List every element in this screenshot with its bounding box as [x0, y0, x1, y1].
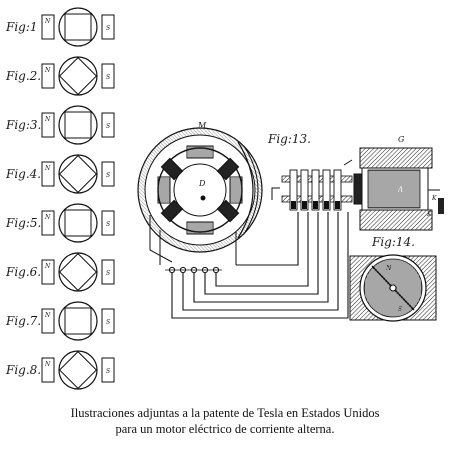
pole-piece-s: [101, 259, 115, 285]
side-figure-label: Fig.7.: [5, 314, 41, 328]
armature-core: [64, 111, 92, 139]
rotor-ring: [58, 154, 98, 194]
pole-piece-s: [101, 161, 115, 187]
side-figure: Fig.8.N S: [5, 350, 115, 390]
pole-piece-s: [101, 210, 115, 236]
armature-core: [58, 154, 98, 194]
pole-piece-n: [41, 14, 55, 40]
armature-core: [58, 350, 98, 390]
rotor-ring: [58, 301, 98, 341]
pole-piece-n: [41, 161, 55, 187]
side-figure: Fig:1 N S: [5, 7, 115, 47]
pole-letter-n: N: [44, 361, 51, 368]
rotor-letter: D: [198, 179, 206, 188]
fig13-label: Fig:13.: [267, 132, 311, 146]
pole-letter-s: S: [106, 368, 110, 375]
motor-coils: [157, 145, 243, 235]
brush-assembly: [271, 159, 353, 211]
pole-piece-s: [101, 357, 115, 383]
side-figure-label: Fig.6.: [5, 265, 41, 279]
caption-line-2: para un motor eléctrico de corriente alt…: [115, 422, 335, 436]
pole-letter-s: S: [106, 25, 110, 32]
pole-letter-n: N: [44, 18, 51, 25]
motor-letter: M: [197, 121, 207, 130]
pole-letter-s: S: [106, 319, 110, 326]
pole-piece-n: [41, 63, 55, 89]
pole-piece-s: [101, 14, 115, 40]
pole-piece-n: [41, 357, 55, 383]
fig14-diagram: N S: [349, 254, 437, 322]
rotor-ring: [58, 252, 98, 292]
rotor-ring: [58, 203, 98, 243]
side-figure-label: Fig:1: [5, 20, 38, 34]
pole-letter-n: N: [44, 67, 51, 74]
fig14-s-letter: S: [398, 306, 402, 313]
pole-piece-s: [101, 112, 115, 138]
pole-piece-s: [101, 308, 115, 334]
side-figure-label: Fig.4.: [5, 167, 41, 181]
side-figure: Fig:5.N S: [5, 203, 115, 243]
side-figure: Fig.6.N S: [5, 252, 115, 292]
pole-letter-n: N: [44, 165, 51, 172]
connecting-wires: [171, 212, 349, 319]
pole-piece-n: [41, 259, 55, 285]
side-figure-label: Fig.8.: [5, 363, 41, 377]
pole-piece-n: [41, 210, 55, 236]
pole-letter-n: N: [44, 214, 51, 221]
figure-caption: Ilustraciones adjuntas a la patente de T…: [0, 405, 450, 437]
armature-core: [58, 252, 98, 292]
pole-piece-s: [101, 63, 115, 89]
pole-letter-n: N: [44, 263, 51, 270]
armature-core: [64, 209, 92, 237]
side-figure-label: Fig:5.: [5, 216, 41, 230]
pole-piece-n: [41, 308, 55, 334]
caption-line-1: Ilustraciones adjuntas a la patente de T…: [70, 406, 380, 420]
pole-piece-n: [41, 112, 55, 138]
armature-core: [64, 13, 92, 41]
pole-letter-s: S: [106, 123, 110, 130]
armature-core: [64, 307, 92, 335]
motor-diagram: M D: [137, 121, 263, 274]
side-figure: Fig:3.N S: [5, 105, 115, 145]
pole-letter-n: N: [44, 312, 51, 319]
rotor-ring: [58, 56, 98, 96]
terminal-letter-k: K: [431, 195, 437, 202]
terminal-letter-k-prime: K': [426, 211, 433, 218]
pole-letter-s: S: [106, 221, 110, 228]
pole-letter-s: S: [106, 270, 110, 277]
pole-letter-s: S: [106, 74, 110, 81]
fig14-label: Fig:14.: [371, 235, 415, 249]
pole-letter-s: S: [106, 172, 110, 179]
pole-letter-n: N: [44, 116, 51, 123]
side-figure-label: Fig:3.: [5, 118, 41, 132]
generator-letter: G: [398, 135, 405, 144]
rotor-ring: [58, 105, 98, 145]
fig14-n-letter: N: [385, 265, 392, 272]
generator-diagram: G A K K': [353, 135, 444, 231]
rotor-ring: [58, 7, 98, 47]
armature-letter: A: [397, 186, 403, 194]
rotor-ring: [58, 350, 98, 390]
side-figure: Fig.2.N S: [5, 56, 115, 96]
side-figure-label: Fig.2.: [5, 69, 41, 83]
side-figure: Fig.7.N S: [5, 301, 115, 341]
side-figure: Fig.4.N S: [5, 154, 115, 194]
armature-core: [58, 56, 98, 96]
